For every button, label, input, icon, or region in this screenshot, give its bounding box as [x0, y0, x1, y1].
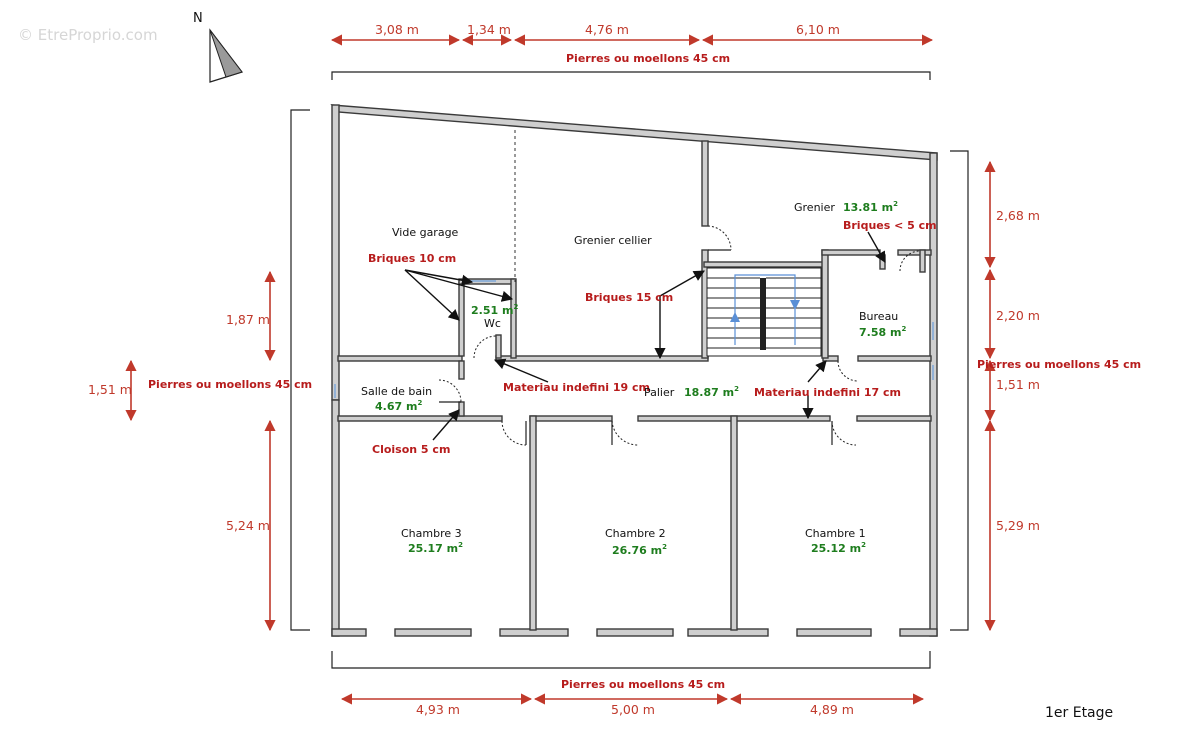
- room-area-chambre-3: 25.17 m2: [408, 541, 463, 555]
- left-dimensions: 1,87 m 1,51 m 5,24 m Pierres ou moellons…: [88, 109, 312, 632]
- room-name-grenier-cellier: Grenier cellier: [574, 234, 652, 247]
- room-area-wc: 2.51 m2: [471, 303, 518, 317]
- dimension-label: 4,76 m: [585, 22, 629, 37]
- right-dimensions: 2,68 m 2,20 m 1,51 m 5,29 m Pierres ou m…: [950, 150, 1141, 632]
- room-area-chambre-1: 25.12 m2: [811, 541, 866, 555]
- room-name-wc: Wc: [484, 317, 501, 330]
- material-label-left: Pierres ou moellons 45 cm: [148, 378, 312, 391]
- compass: N: [193, 11, 243, 83]
- material-label-top: Pierres ou moellons 45 cm: [566, 52, 730, 65]
- dimension-label: 2,20 m: [996, 308, 1040, 323]
- staircase: [706, 267, 822, 357]
- room-area-palier: 18.87 m2: [684, 385, 739, 399]
- material-label-cloison: Cloison 5 cm: [372, 443, 450, 456]
- room-name-bureau: Bureau: [859, 310, 898, 323]
- dimension-label: 1,51 m: [88, 382, 132, 397]
- material-label-briques-15: Briques 15 cm: [585, 291, 673, 304]
- room-labels: Vide garage Grenier cellier Grenier 13.8…: [361, 200, 906, 557]
- material-label-materiau-19: Materiau indefini 19 cm: [503, 381, 650, 394]
- dimension-label: 2,68 m: [996, 208, 1040, 223]
- dimension-label: 5,24 m: [226, 518, 270, 533]
- room-name-chambre-2: Chambre 2: [605, 527, 666, 540]
- top-dimensions: 3,08 m 1,34 m 4,76 m 6,10 m Pierres ou m…: [330, 22, 934, 80]
- dimension-label: 4,89 m: [810, 702, 854, 717]
- material-label-right: Pierres ou moellons 45 cm: [977, 358, 1141, 371]
- dimension-label: 6,10 m: [796, 22, 840, 37]
- material-label-briques-5: Briques < 5 cm: [843, 219, 937, 232]
- windows: [334, 280, 934, 398]
- dimension-label: 1,51 m: [996, 377, 1040, 392]
- dimension-label: 4,93 m: [416, 702, 460, 717]
- dimension-label: 1,34 m: [467, 22, 511, 37]
- material-label-briques-10: Briques 10 cm: [368, 252, 456, 265]
- material-label-bottom: Pierres ou moellons 45 cm: [561, 678, 725, 691]
- dimension-label: 5,29 m: [996, 518, 1040, 533]
- room-area-salle-de-bain: 4.67 m2: [375, 399, 422, 413]
- room-name-chambre-3: Chambre 3: [401, 527, 462, 540]
- room-area-chambre-2: 26.76 m2: [612, 543, 667, 557]
- compass-north-label: N: [193, 11, 203, 26]
- room-name-chambre-1: Chambre 1: [805, 527, 866, 540]
- dimension-label: 1,87 m: [226, 312, 270, 327]
- room-area-grenier: 13.81 m2: [843, 200, 898, 214]
- room-name-palier: Palier: [644, 386, 675, 399]
- material-label-materiau-17: Materiau indefini 17 cm: [754, 386, 901, 399]
- room-area-bureau: 7.58 m2: [859, 325, 906, 339]
- room-name-vide-garage: Vide garage: [392, 226, 459, 239]
- walls: [330, 104, 938, 637]
- dimension-label: 3,08 m: [375, 22, 419, 37]
- doors: [438, 225, 921, 446]
- annotation-arrows: [404, 231, 886, 441]
- room-name-salle-de-bain: Salle de bain: [361, 385, 432, 398]
- floor-label: 1er Etage: [1045, 705, 1113, 721]
- room-name-grenier: Grenier: [794, 201, 835, 214]
- bottom-dimensions: Pierres ou moellons 45 cm 4,93 m 5,00 m …: [331, 651, 931, 717]
- watermark: © EtreProprio.com: [18, 26, 158, 44]
- dimension-label: 5,00 m: [611, 702, 655, 717]
